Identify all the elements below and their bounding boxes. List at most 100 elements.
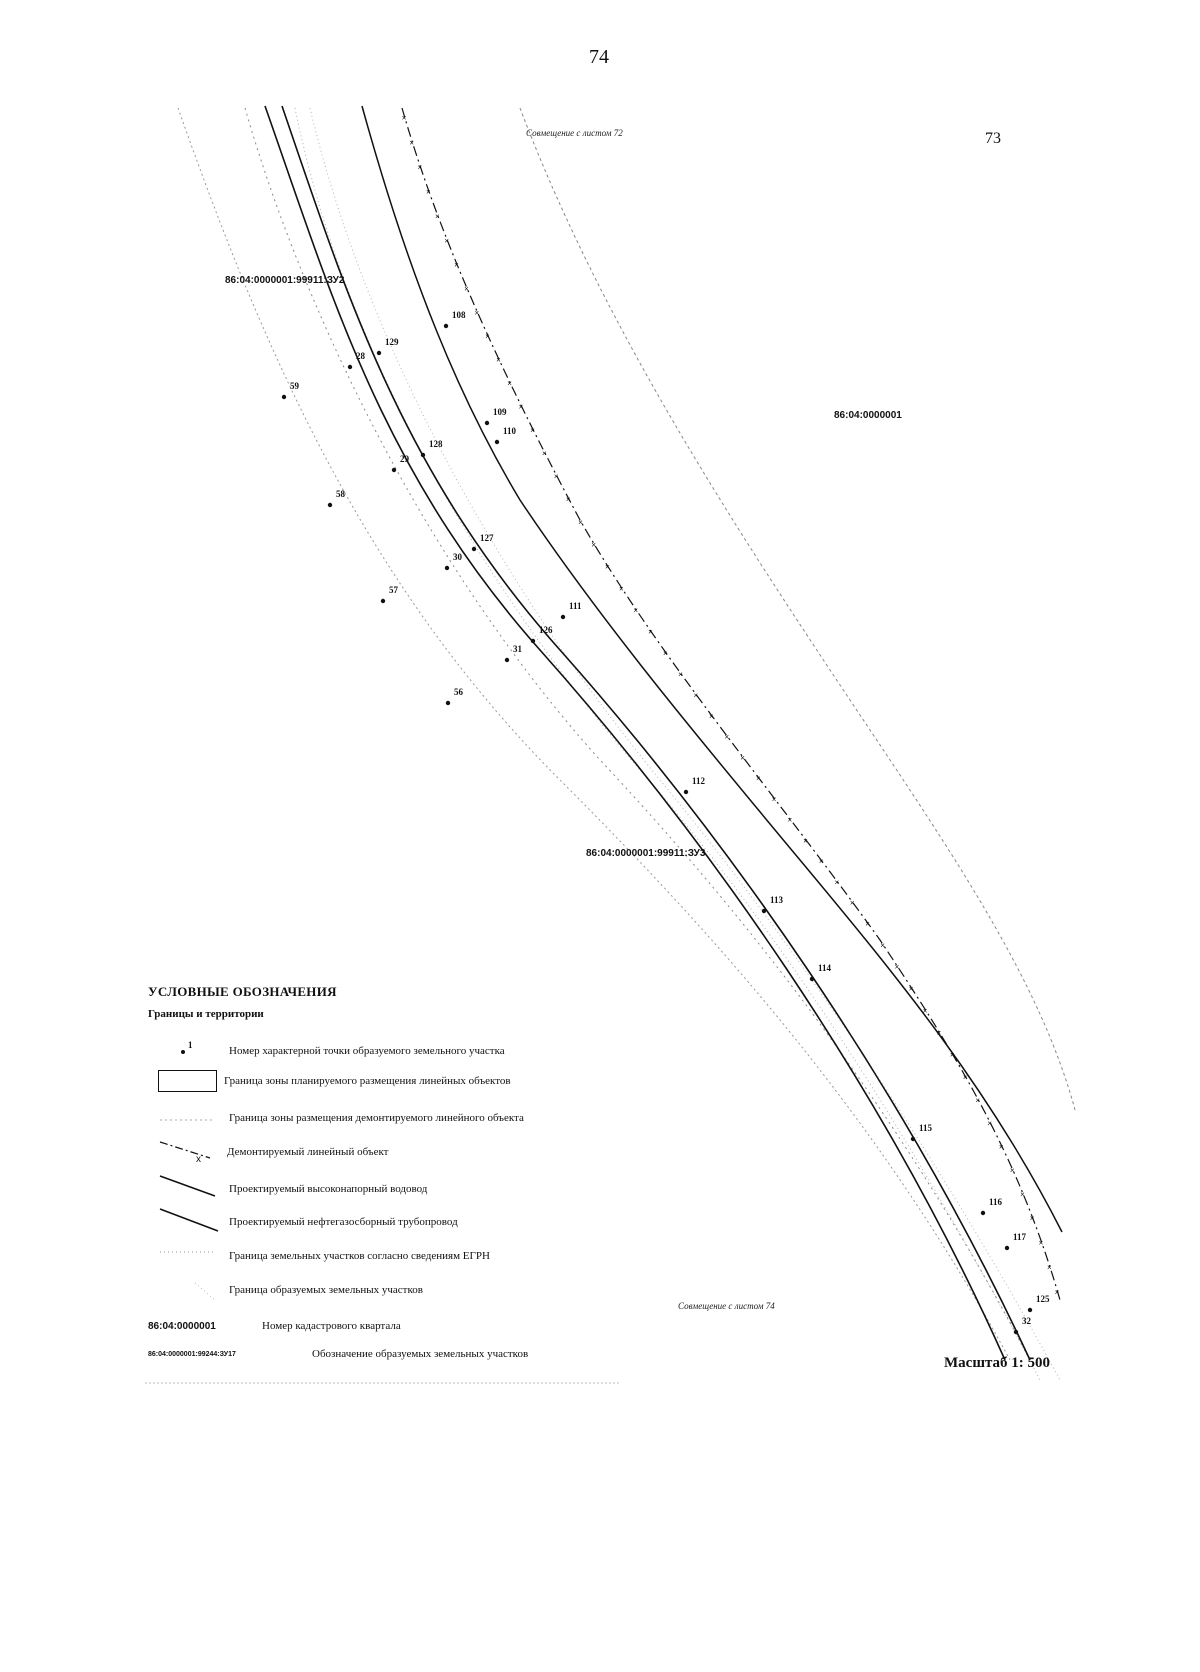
zone-border-left — [177, 107, 1011, 1361]
point-marker-108 — [443, 323, 449, 329]
point-label-114: 114 — [818, 963, 832, 973]
point-label-115: 115 — [919, 1123, 933, 1133]
point-label-127: 127 — [480, 533, 494, 543]
cross-mark: × — [694, 691, 699, 700]
point-marker-112 — [683, 789, 689, 795]
point-marker-29 — [391, 467, 397, 473]
point-label-57: 57 — [389, 585, 398, 595]
cross-mark: × — [435, 212, 440, 221]
cross-mark: × — [787, 816, 792, 825]
cross-mark: × — [591, 540, 596, 549]
top-join-caption: Совмещение с листом 72 — [526, 128, 623, 138]
legend-point-sample: 1 — [188, 1040, 193, 1050]
point-marker-129 — [376, 350, 382, 356]
legend-item-dismantled: Демонтируемый линейный объект — [227, 1146, 389, 1158]
point-marker-110 — [494, 439, 500, 445]
cross-mark: × — [578, 518, 583, 527]
point-marker-56 — [445, 700, 451, 706]
point-label-125: 125 — [1036, 1294, 1050, 1304]
cross-mark: × — [648, 628, 653, 637]
bottom-join-caption: Совмещение с листом 74 — [678, 1301, 775, 1311]
cross-mark: × — [740, 753, 745, 762]
point-marker-109 — [484, 420, 490, 426]
cross-mark: × — [1020, 1190, 1025, 1199]
cross-mark: × — [633, 606, 638, 615]
point-marker-32 — [1013, 1329, 1019, 1335]
legend-item-zone-dismantle: Граница зоны размещения демонтируемого л… — [229, 1112, 524, 1124]
cross-mark: × — [819, 857, 824, 866]
cross-mark: × — [485, 332, 490, 341]
cross-mark: × — [444, 236, 449, 245]
point-label-56: 56 — [454, 687, 463, 697]
cross-mark: × — [619, 584, 624, 593]
cross-mark: × — [542, 449, 547, 458]
point-marker-128 — [420, 452, 426, 458]
quarter-label-map: 86:04:0000001 — [834, 410, 902, 421]
point-label-112: 112 — [692, 776, 706, 786]
point-label-116: 116 — [989, 1197, 1003, 1207]
point-label-29: 29 — [400, 454, 409, 464]
cross-mark: × — [909, 984, 914, 993]
point-marker-57 — [380, 598, 386, 604]
point-marker-117 — [1004, 1245, 1010, 1251]
cross-mark: × — [834, 878, 839, 887]
point-label-113: 113 — [770, 895, 784, 905]
cross-mark: × — [950, 1051, 955, 1060]
cross-mark: × — [803, 836, 808, 845]
point-label-31: 31 — [513, 644, 522, 654]
point-label-110: 110 — [503, 426, 517, 436]
oil-pipeline — [281, 105, 1031, 1361]
point-marker-116 — [980, 1210, 986, 1216]
cross-mark: × — [1010, 1166, 1015, 1175]
cross-mark: × — [409, 138, 414, 147]
cross-mark: × — [725, 733, 730, 742]
point-marker-115 — [910, 1136, 916, 1142]
point-marker-30 — [444, 565, 450, 571]
cross-mark: × — [426, 188, 431, 197]
cross-mark: × — [1039, 1238, 1044, 1247]
legend-item-egrn: Граница земельных участков согласно свед… — [229, 1250, 490, 1262]
cross-mark: × — [999, 1142, 1004, 1151]
legend-item-water: Проектируемый высоконапорный водовод — [229, 1183, 428, 1195]
point-label-129: 129 — [385, 337, 399, 347]
parcel-label-zu2: 86:04:0000001:99911:ЗУ2 — [225, 275, 345, 286]
cross-mark: × — [987, 1119, 992, 1128]
legend-item-quarter: Номер кадастрового квартала — [262, 1320, 401, 1332]
point-marker-114 — [809, 976, 815, 982]
point-label-58: 58 — [336, 489, 345, 499]
point-label-30: 30 — [453, 552, 462, 562]
point-label-128: 128 — [429, 439, 443, 449]
point-label-126: 126 — [539, 625, 553, 635]
legend-subtitle: Границы и территории — [148, 1008, 264, 1020]
cross-mark: × — [895, 963, 900, 972]
point-marker-59 — [281, 394, 287, 400]
page-number: 74 — [589, 46, 609, 68]
legend-item-oil: Проектируемый нефтегазосборный трубопров… — [229, 1216, 458, 1228]
adjacent-sheet-number: 73 — [985, 130, 1001, 147]
cross-mark: × — [496, 356, 501, 365]
legend-parcel-code: 86:04:0000001:99244:ЗУ17 — [148, 1351, 236, 1358]
legend-item-formed: Граница образуемых земельных участков — [229, 1284, 423, 1296]
legend-item-point: Номер характерной точки образуемого земе… — [229, 1045, 505, 1057]
cross-mark: × — [454, 261, 459, 270]
legend-quarter-code: 86:04:0000001 — [148, 1321, 216, 1332]
cross-mark: × — [566, 495, 571, 504]
point-marker-126 — [530, 638, 536, 644]
cross-mark: × — [663, 649, 668, 658]
cross-mark: × — [474, 308, 479, 317]
cross-mark: × — [923, 1006, 928, 1015]
planned-line-right — [361, 105, 1063, 1233]
legend-zone-planned-symbol — [158, 1070, 217, 1092]
dismantled-cross-marks: ××××××××××××××××××××××××××××××××××××××××… — [402, 114, 1060, 1297]
point-marker-125 — [1027, 1307, 1033, 1313]
point-marker-58 — [327, 502, 333, 508]
point-label-28: 28 — [356, 351, 365, 361]
cross-mark: × — [975, 1096, 980, 1105]
cross-mark: × — [709, 712, 714, 721]
cross-mark: × — [519, 403, 524, 412]
cross-mark: × — [1055, 1288, 1060, 1297]
point-marker-127 — [471, 546, 477, 552]
point-label-109: 109 — [493, 407, 507, 417]
legend-item-zone-planned: Граница зоны планируемого размещения лин… — [224, 1075, 511, 1087]
